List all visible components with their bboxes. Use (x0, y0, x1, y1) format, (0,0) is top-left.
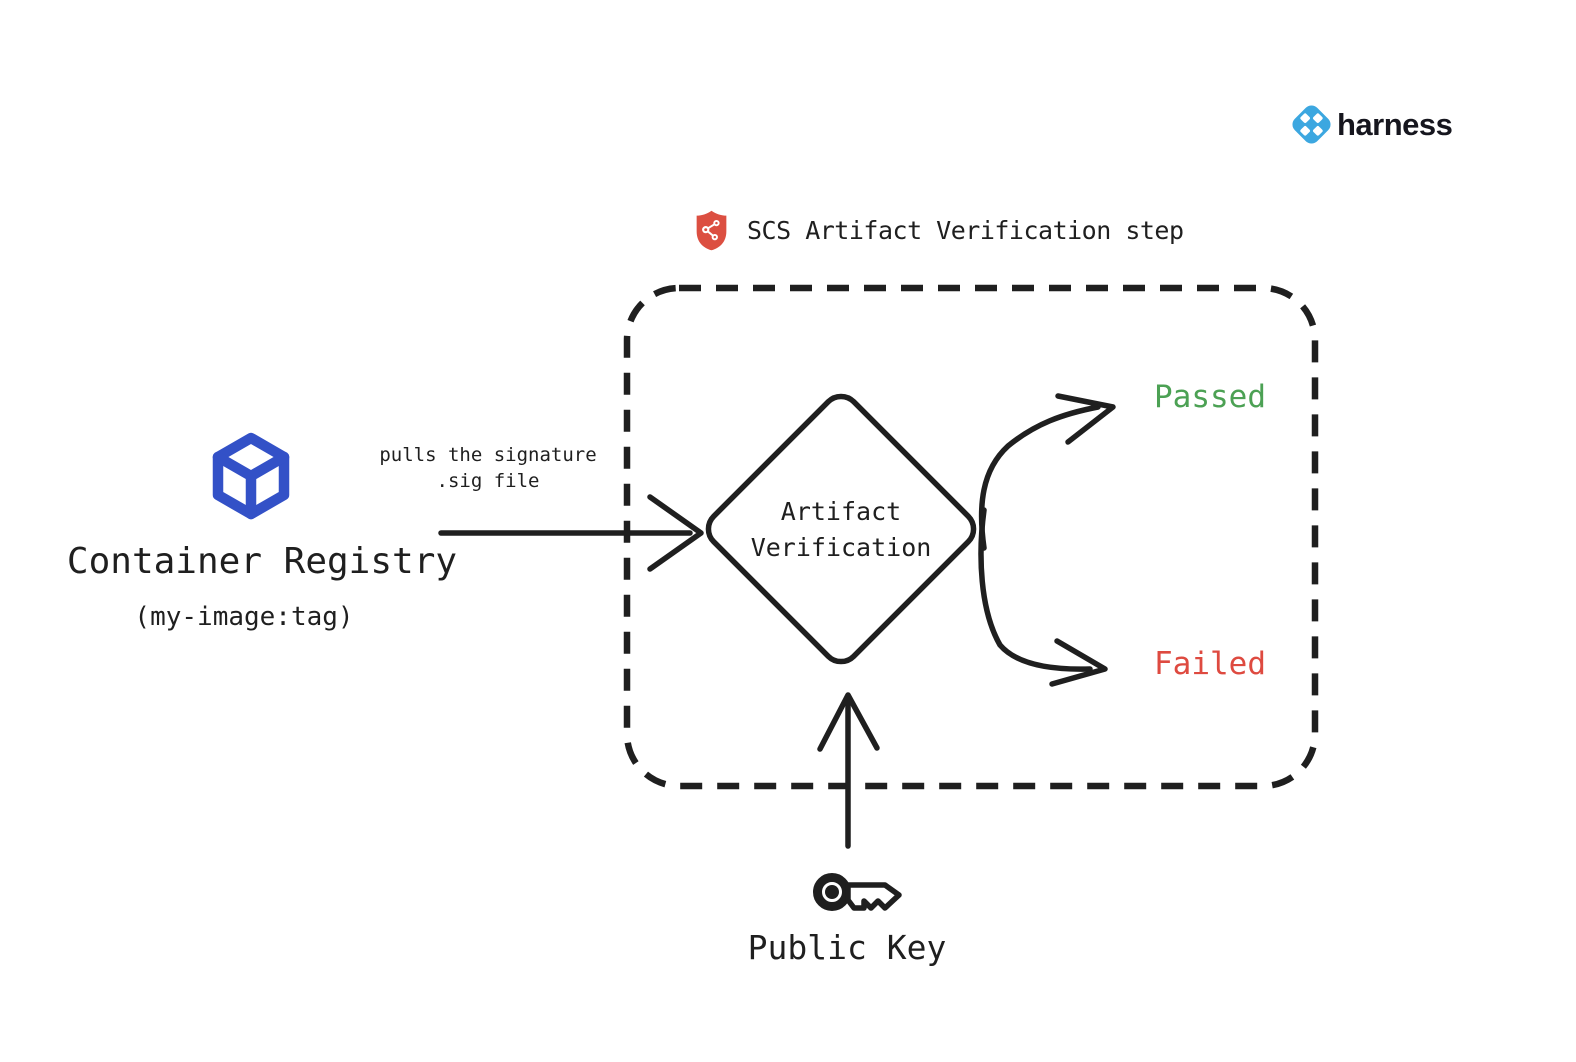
failed-arrow-line (978, 507, 1093, 672)
passed-arrow-head (1055, 393, 1116, 445)
public-key-icon (813, 873, 902, 911)
failed-arrow-head (1049, 638, 1108, 687)
decision-diamond-label-line2: Verification (750, 533, 932, 562)
container-registry-tag: (my-image:tag) (134, 602, 354, 632)
public-key-arrow-head (817, 692, 880, 752)
harness-logo: harness (1289, 102, 1453, 147)
failed-label: Failed (1154, 646, 1266, 682)
pull-arrow-label-line1: pulls the signature (379, 444, 597, 466)
decision-diamond-label-line1: Artifact (780, 497, 902, 526)
container-registry-label: Container Registry (66, 541, 458, 582)
passed-arrow-line (978, 404, 1101, 551)
harness-logo-text: harness (1337, 106, 1453, 142)
pull-arrow-label-line2: .sig file (436, 470, 540, 492)
container-registry-icon (212, 432, 290, 520)
pull-arrow-head (647, 494, 704, 572)
verification-step-boundary (623, 284, 1319, 790)
step-title-text: SCS Artifact Verification step (747, 216, 1184, 245)
harness-logo-icon (1292, 105, 1331, 144)
passed-label: Passed (1154, 379, 1266, 415)
decision-diamond (705, 393, 977, 665)
public-key-label: Public Key (747, 928, 947, 967)
pull-arrow-label: pulls the signature .sig file (377, 442, 599, 494)
decision-diamond-label: Artifact Verification (711, 494, 971, 566)
step-title: SCS Artifact Verification step (695, 209, 1184, 252)
scs-shield-icon (696, 210, 727, 251)
